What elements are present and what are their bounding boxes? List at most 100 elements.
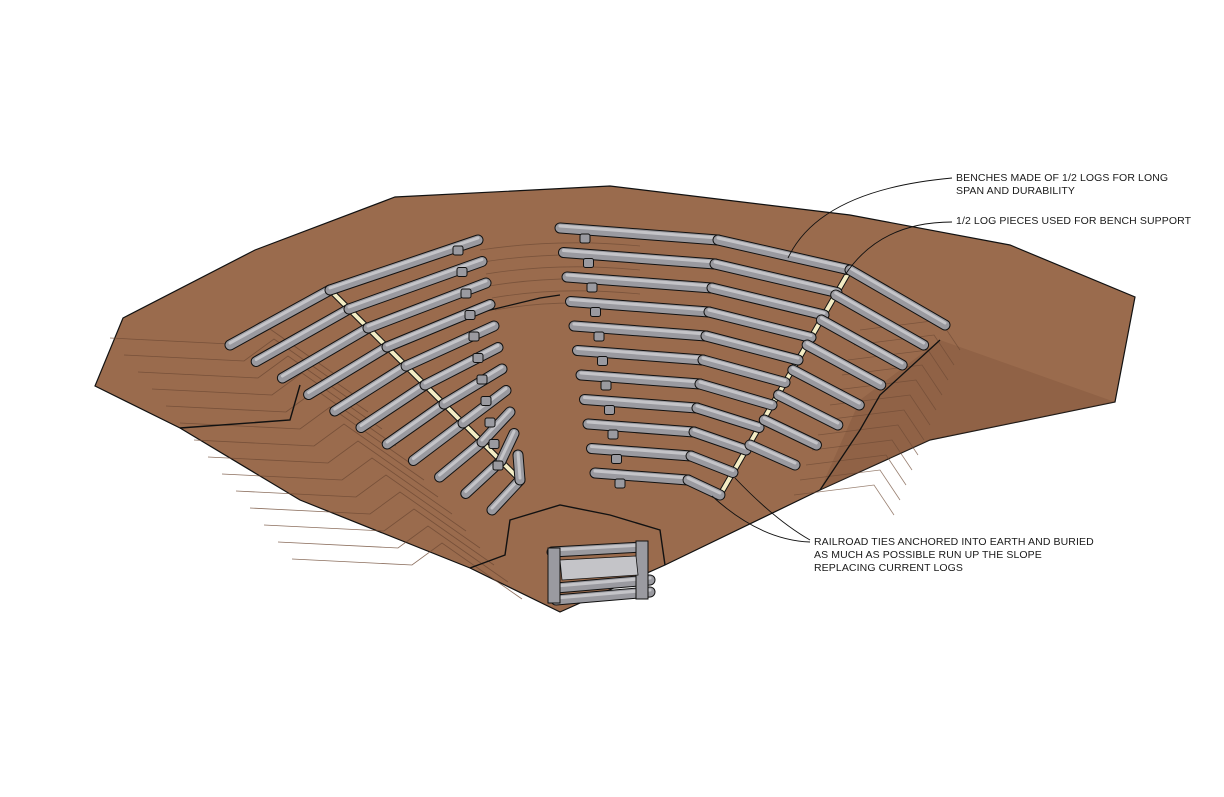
terrace-line-left xyxy=(123,338,355,396)
terrace-line-left xyxy=(235,474,467,532)
bench-support-left xyxy=(468,331,480,342)
log-body xyxy=(277,323,373,383)
bench-right-mid xyxy=(700,330,804,366)
bench-right-mid xyxy=(712,234,856,276)
log-body xyxy=(356,380,430,432)
log-body xyxy=(408,418,468,465)
log-body xyxy=(551,587,655,605)
annotation-supports: 1/2 LOG PIECES USED FOR BENCH SUPPORT xyxy=(956,215,1191,228)
bench-right-inner xyxy=(579,394,703,414)
log-body xyxy=(692,403,764,432)
leader-lines xyxy=(711,177,953,543)
leader-supports xyxy=(844,221,953,276)
log-highlight xyxy=(490,476,522,510)
log-highlight xyxy=(590,445,693,456)
terrace-line-left xyxy=(249,491,481,549)
bench-support-right xyxy=(600,380,612,391)
terrace-line-right xyxy=(841,364,943,396)
log-highlight xyxy=(385,400,446,444)
log-highlight xyxy=(593,469,690,480)
bench-support-right xyxy=(590,307,601,317)
log-highlight xyxy=(791,366,861,405)
bench-left-inner xyxy=(476,406,516,448)
bench-right-inner xyxy=(589,467,694,486)
bench-right-mid xyxy=(682,474,726,501)
bench-right-mid xyxy=(706,282,830,321)
bench-right-inner xyxy=(572,345,709,366)
bench-right-mid xyxy=(691,402,765,433)
bench-support-left xyxy=(460,288,472,299)
bench-support-right xyxy=(583,258,594,268)
bench-right-outer xyxy=(844,264,951,331)
log-body xyxy=(759,415,821,450)
log-highlight xyxy=(762,416,818,445)
log-highlight xyxy=(438,438,484,477)
log-body xyxy=(555,223,723,245)
stage-log-front-2 xyxy=(550,574,656,594)
log-body xyxy=(707,283,829,320)
log-highlight xyxy=(550,543,644,552)
bench-support-right xyxy=(579,233,591,244)
log-highlight xyxy=(748,441,797,465)
log-body xyxy=(831,290,929,350)
annotation-ties-line-1: RAILROAD TIES ANCHORED INTO EARTH AND BU… xyxy=(814,536,1094,548)
log-highlight xyxy=(692,428,748,450)
bench-right-inner xyxy=(554,222,724,246)
log-highlight xyxy=(280,324,370,378)
bench-left-inner xyxy=(419,342,504,391)
terrace-line-left xyxy=(193,423,425,481)
annotation-supports-line-1: 1/2 LOG PIECES USED FOR BENCH SUPPORT xyxy=(956,215,1192,227)
log-body xyxy=(562,272,717,293)
terrace-line-right xyxy=(805,454,907,486)
bench-left-outer xyxy=(381,398,450,450)
bench-support-left xyxy=(452,245,464,256)
terrace-line-left xyxy=(221,457,453,515)
stage-frame xyxy=(547,540,649,604)
log-highlight xyxy=(307,343,389,394)
bench-left-outer xyxy=(407,417,469,466)
bench-left-inner xyxy=(400,320,500,372)
log-highlight xyxy=(254,305,351,361)
log-body xyxy=(816,315,907,370)
bench-right-mid xyxy=(703,306,817,343)
annotation-ties-line-3: REPLACING CURRENT LOGS xyxy=(814,562,964,574)
bench-left-outer xyxy=(355,379,431,433)
log-highlight xyxy=(716,236,852,270)
log-highlight xyxy=(586,420,696,432)
bench-support-right xyxy=(607,429,619,440)
stage-log-back xyxy=(546,541,648,558)
log-body xyxy=(587,444,696,461)
log-body xyxy=(788,365,864,410)
log-body xyxy=(713,235,855,275)
log-highlight xyxy=(695,404,761,427)
bench-left-inner xyxy=(495,428,520,467)
terrace-line-right xyxy=(817,424,919,456)
bench-left-outer xyxy=(224,284,336,351)
terrace-arc xyxy=(479,242,641,251)
bench-right-inner xyxy=(558,247,721,270)
log-body xyxy=(420,343,503,390)
log-body xyxy=(458,386,511,428)
log-highlight xyxy=(385,301,492,347)
log-body xyxy=(439,364,507,409)
terrace-line-right xyxy=(835,379,937,411)
stage-platform xyxy=(547,540,649,604)
terrace-line-left xyxy=(291,542,523,600)
log-body xyxy=(695,379,777,410)
bench-right-mid xyxy=(697,354,791,388)
terrace-line-right xyxy=(853,334,955,366)
log-highlight xyxy=(686,476,722,495)
log-highlight xyxy=(698,380,774,405)
log-body xyxy=(686,451,738,477)
log-highlight xyxy=(411,419,465,460)
bench-support-right xyxy=(611,454,622,464)
terrace-line-right xyxy=(793,484,895,516)
log-body xyxy=(566,297,714,317)
log-body xyxy=(774,390,843,430)
bench-left-inner xyxy=(438,363,508,410)
annotation-railroad-ties: RAILROAD TIES ANCHORED INTO EARTH AND BU… xyxy=(814,536,1094,575)
log-highlight xyxy=(442,365,504,404)
log-body xyxy=(710,259,842,297)
bench-support-left xyxy=(472,353,484,363)
log-body xyxy=(382,399,449,449)
